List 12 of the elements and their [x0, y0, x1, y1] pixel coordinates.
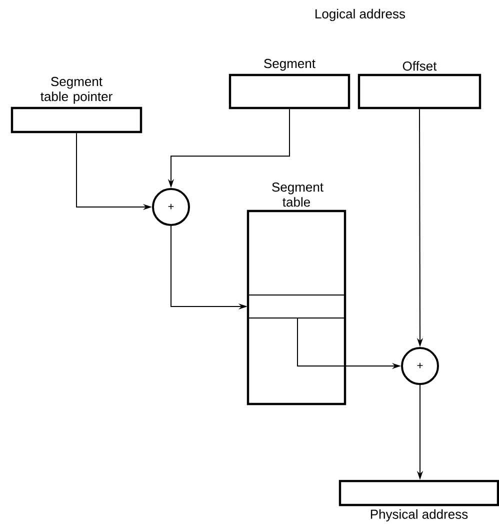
heading-label: Logical address — [316, 8, 406, 22]
register-box: Segment — [228, 58, 350, 110]
node-label: Offset — [402, 61, 437, 71]
node-label: Segment table — [272, 182, 324, 207]
register-box: Offset — [358, 61, 482, 110]
node-label: Segment — [264, 58, 316, 71]
register-box: Physical address — [338, 480, 499, 522]
node-label: Segment table pointer — [40, 76, 112, 104]
segment-table-box: Segment table — [246, 182, 346, 406]
table-entry-box — [248, 294, 346, 318]
node-label: Physical address — [370, 509, 468, 522]
register-box: Segment table pointer — [10, 76, 142, 134]
